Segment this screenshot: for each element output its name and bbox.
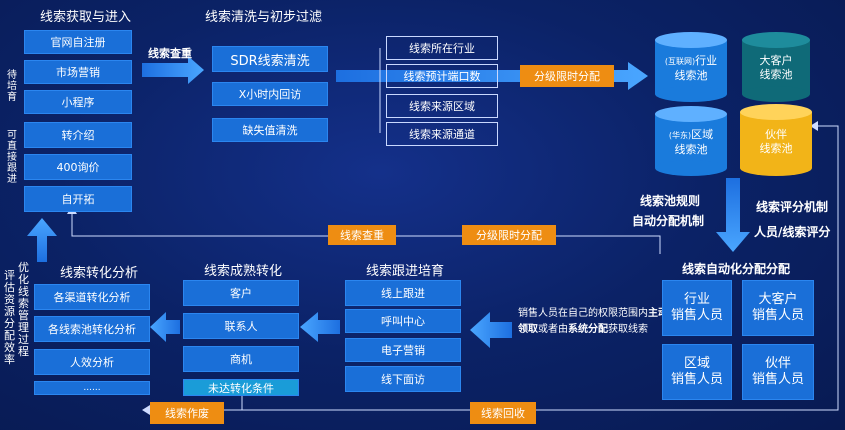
follow-e-marketing[interactable]: 电子营销 (345, 338, 461, 362)
cylinder-shape (742, 32, 810, 102)
label-pending: 待培育 (7, 70, 17, 103)
acquire-title: 线索获取与进入 (40, 10, 132, 25)
pool-key-account-sub: 线索池 (759, 68, 793, 81)
cylinder-shape (655, 106, 727, 176)
filter-ports[interactable]: 线索预计端口数 (386, 64, 498, 88)
label-evaluate-resource: 评估资源分配效率 (4, 269, 15, 366)
sales-industry-line2: 销售人员 (670, 308, 723, 323)
follow-online[interactable]: 线上跟进 (345, 280, 461, 306)
convert-pool-analysis[interactable]: 各线索池转化分析 (34, 316, 150, 342)
sales-industry-line1: 行业 (683, 292, 710, 307)
clean-title: 线索清洗与初步过滤 (205, 10, 323, 25)
sales-key-account-line1: 大客户 (758, 292, 798, 307)
sales-partner-line2: 销售人员 (751, 372, 804, 387)
sdr-missing-clean-box[interactable]: 缺失值清洗 (212, 118, 328, 142)
allocation-note: 销售人员在自己的权限范围内主动领取或者由系统分配获取线索 (518, 306, 668, 338)
pool-partner-name: 伙伴 (765, 128, 787, 141)
arrow-convert-to-acquire (27, 218, 57, 262)
acquire-item-400-inquiry[interactable]: 400询价 (24, 154, 132, 180)
pool-industry-name: 行业 (695, 54, 718, 67)
check-duplicate-label: 线索查重 (148, 47, 192, 60)
convert-channel-analysis[interactable]: 各渠道转化分析 (34, 284, 150, 310)
tag-recycle: 线索回收 (470, 402, 536, 424)
note-bold-2: 系统分配 (568, 324, 608, 335)
pool-key-account-name: 大客户 (759, 54, 793, 67)
sales-industry[interactable]: 行业销售人员 (662, 280, 732, 336)
pool-rule-label-1: 线索池规则 (640, 194, 701, 208)
tag-tiered-allocation-mid: 分级限时分配 (462, 225, 556, 245)
arrow-follow-to-mature (300, 312, 340, 342)
arrow-acquire-to-clean (142, 56, 204, 84)
pool-region[interactable]: (华东)区域 线索池 (655, 106, 727, 180)
pool-industry[interactable]: (互联网)行业 线索池 (655, 32, 727, 106)
mature-condition-not-met[interactable]: 未达转化条件 (183, 379, 299, 396)
arrow-pools-to-auto (716, 178, 750, 252)
convert-efficiency-analysis[interactable]: 人效分析 (34, 349, 150, 375)
acquire-item-referral[interactable]: 转介绍 (24, 122, 132, 148)
sales-partner-line1: 伙伴 (764, 356, 791, 371)
pool-region-prefix: (华东) (668, 131, 692, 140)
convert-more: ...... (34, 381, 150, 395)
tag-tiered-allocation-top: 分级限时分配 (520, 65, 614, 87)
sales-region-line1: 区域 (683, 356, 710, 371)
follow-offline-visit[interactable]: 线下面访 (345, 366, 461, 392)
auto-title: 线索自动化分配分配 (682, 262, 791, 276)
score-label-2: 人员/线索评分 (754, 225, 831, 239)
pool-industry-prefix: (互联网) (664, 57, 696, 66)
acquire-item-miniprogram[interactable]: 小程序 (24, 90, 132, 114)
sales-region[interactable]: 区域销售人员 (662, 344, 732, 400)
arrow-clean-to-pools (336, 62, 648, 90)
pool-rule-label-2: 自动分配机制 (632, 214, 705, 228)
cylinder-shape (740, 104, 812, 176)
cylinder-shape (655, 32, 727, 102)
acquire-item-website[interactable]: 官网自注册 (24, 30, 132, 54)
score-label-1: 线索评分机制 (756, 200, 829, 214)
mature-title: 线索成熟转化 (204, 264, 283, 279)
acquire-item-self-develop[interactable]: 自开拓 (24, 186, 132, 212)
note-part-2: 或者由 (538, 324, 568, 335)
pool-region-sub: 线索池 (674, 143, 708, 156)
arrowhead-recycle (810, 121, 818, 131)
sales-partner[interactable]: 伙伴销售人员 (742, 344, 814, 400)
tag-void: 线索作废 (150, 402, 224, 424)
label-direct-follow: 可直接跟进 (7, 130, 17, 185)
pool-partner-sub: 线索池 (759, 142, 793, 155)
sdr-revisit-box[interactable]: X小时内回访 (212, 82, 328, 106)
filter-channel[interactable]: 线索来源通道 (386, 122, 498, 146)
follow-title: 线索跟进培育 (366, 264, 445, 279)
sales-key-account[interactable]: 大客户销售人员 (742, 280, 814, 336)
filter-region[interactable]: 线索来源区域 (386, 94, 498, 118)
arrow-mature-to-convert (150, 312, 180, 342)
tag-check-duplicate-mid: 线索查重 (328, 225, 396, 245)
label-optimize-process: 优化线索管理过程 (18, 261, 29, 358)
pool-partner[interactable]: 伙伴 线索池 (740, 104, 812, 180)
note-part-1: 销售人员在自己的权限范围内 (518, 308, 648, 319)
arrowhead-void (142, 405, 150, 415)
convert-title: 线索转化分析 (60, 266, 139, 281)
mature-opportunity[interactable]: 商机 (183, 346, 299, 372)
follow-call-center[interactable]: 呼叫中心 (345, 309, 461, 333)
acquire-item-marketing[interactable]: 市场营销 (24, 60, 132, 84)
mature-contact[interactable]: 联系人 (183, 313, 299, 339)
sales-key-account-line2: 销售人员 (751, 308, 804, 323)
note-bold-1: 主动领取 (518, 308, 668, 335)
pool-key-account[interactable]: 大客户 线索池 (742, 32, 810, 106)
sdr-clean-box[interactable]: SDR线索清洗 (212, 46, 328, 72)
filter-industry[interactable]: 线索所在行业 (386, 36, 498, 60)
pool-industry-sub: 线索池 (674, 69, 708, 82)
mature-customer[interactable]: 客户 (183, 280, 299, 306)
arrow-note-to-follow (470, 312, 512, 348)
note-part-3: 获取线索 (608, 324, 648, 335)
pool-region-name: 区域 (691, 128, 714, 141)
sales-region-line2: 销售人员 (670, 372, 723, 387)
